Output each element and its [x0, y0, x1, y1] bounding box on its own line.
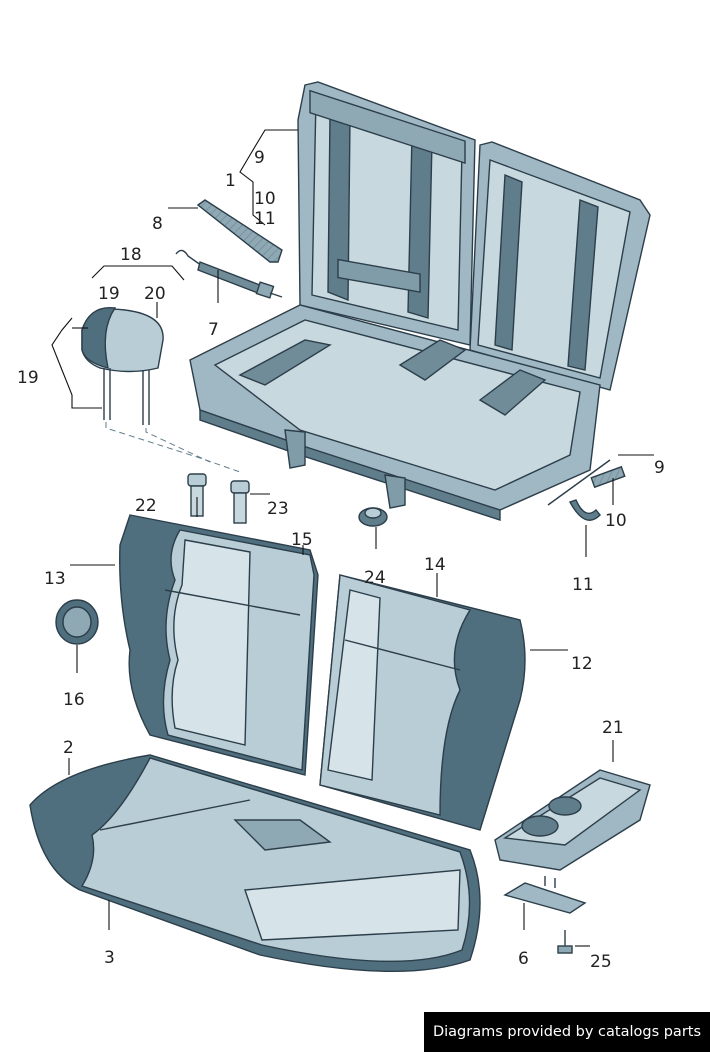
- label-2: 2: [63, 738, 74, 758]
- part-3-seat-cushion: [29, 754, 481, 973]
- label-16: 16: [63, 690, 85, 710]
- label-11-right: 11: [572, 575, 594, 595]
- label-18: 18: [120, 245, 142, 265]
- label-25: 25: [590, 952, 612, 972]
- label-12: 12: [571, 654, 593, 674]
- label-3: 3: [104, 948, 115, 968]
- part-25-screw: [557, 930, 573, 954]
- part-14-right-backrest: [319, 574, 526, 831]
- label-20: 20: [144, 284, 166, 304]
- part-6-bracket: [503, 876, 587, 914]
- label-9-right: 9: [654, 458, 665, 478]
- label-19-lower: 19: [17, 368, 39, 388]
- credit-badge: Diagrams provided by catalogs parts: [424, 1012, 710, 1052]
- part-7-release-cable: [175, 249, 283, 299]
- label-23: 23: [267, 499, 289, 519]
- part-16-cover-cap: [55, 599, 99, 645]
- label-15: 15: [291, 530, 313, 550]
- label-7: 7: [208, 320, 219, 340]
- part-20-headrest: [81, 306, 164, 425]
- label-8: 8: [152, 214, 163, 234]
- label-22: 22: [135, 496, 157, 516]
- leader-lines: [51, 129, 654, 947]
- label-21: 21: [602, 718, 624, 738]
- part-8-trim-strip: [196, 199, 283, 263]
- callout-labels: 9 1 10 11 8 18 19 20 7 19 9 22 23 10 15 …: [17, 148, 665, 972]
- label-14: 14: [424, 555, 446, 575]
- label-10-right: 10: [605, 511, 627, 531]
- label-6: 6: [518, 949, 529, 969]
- seat-frame: [189, 81, 651, 521]
- label-9-upper: 9: [254, 148, 265, 168]
- label-24: 24: [364, 568, 386, 588]
- part-21-armrest-console: [494, 769, 651, 871]
- part-24-grommet: [358, 507, 388, 527]
- label-13: 13: [44, 569, 66, 589]
- label-10-upper: 10: [254, 189, 276, 209]
- part-9-10-11-latch-parts: [547, 459, 626, 521]
- part-23-headrest-guide: [230, 480, 250, 524]
- label-19-upper: 19: [98, 284, 120, 304]
- label-11-upper: 11: [254, 209, 276, 229]
- label-1: 1: [225, 171, 236, 191]
- part-13-left-backrest: [119, 514, 319, 776]
- headrest-guide-dash-2: [145, 428, 211, 463]
- headrest-guide-dash: [105, 422, 241, 473]
